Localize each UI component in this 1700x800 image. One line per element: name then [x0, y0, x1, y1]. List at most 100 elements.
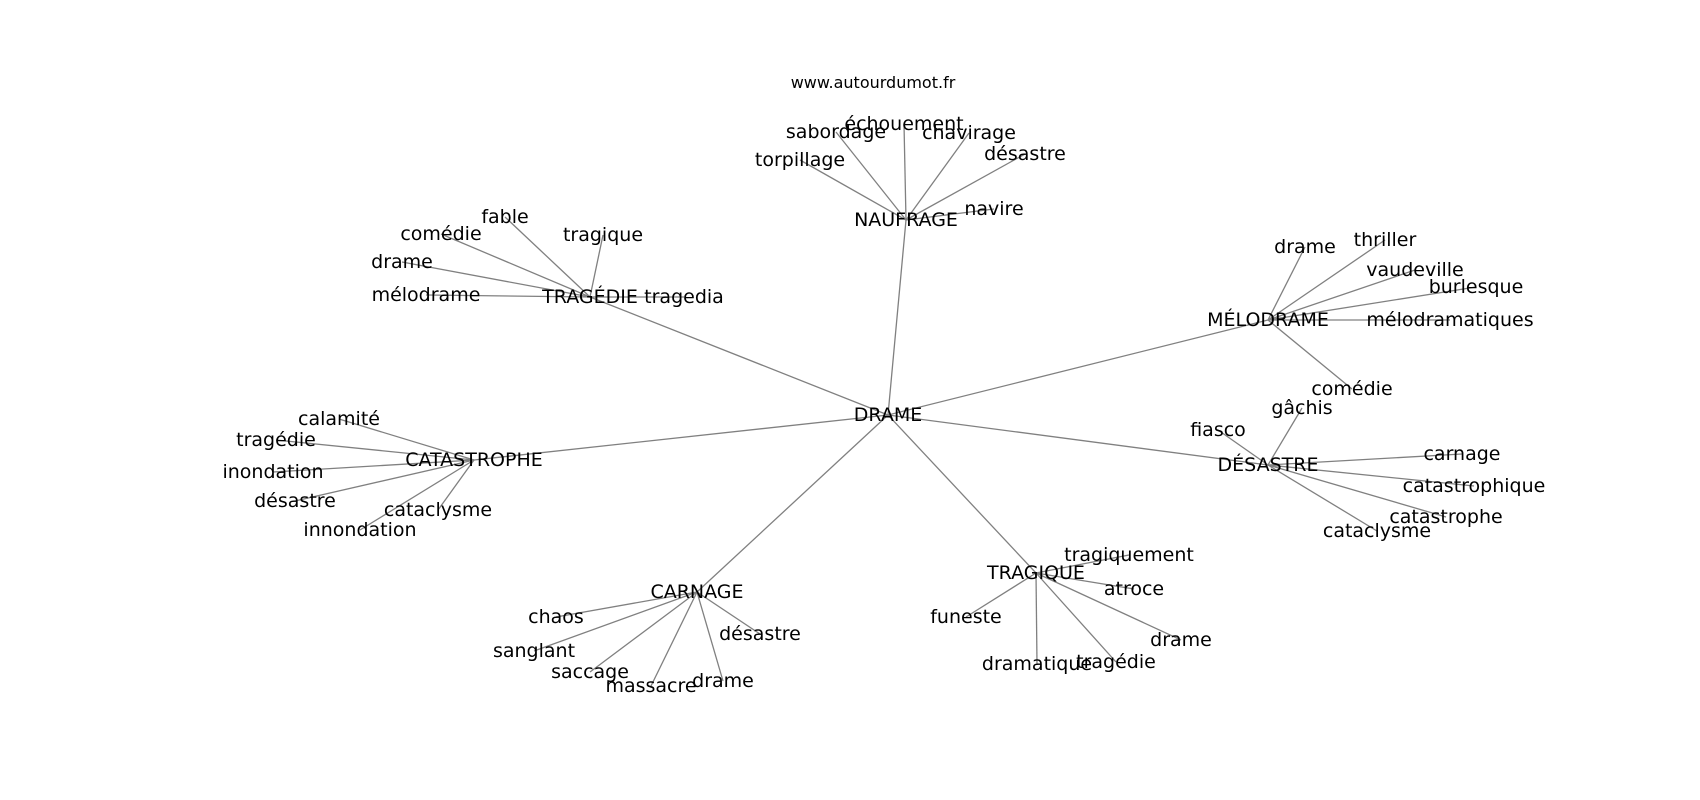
- edge-center-tragedie: [589, 296, 889, 416]
- edge-tragique-funeste: [965, 572, 1037, 618]
- edge-naufrage-echouement: [903, 123, 907, 221]
- edge-tragedie-fable: [504, 216, 591, 298]
- edge-catastrophe-desastre: [294, 459, 475, 502]
- edge-desastre-catastrophe: [1267, 464, 1447, 518]
- leaf-node-desastre-fiasco: fiasco: [1190, 419, 1246, 441]
- leaf-node-tragedie-comedie: comédie: [400, 223, 481, 245]
- edge-carnage-saccage: [589, 591, 698, 673]
- edge-naufrage-desastre: [905, 153, 1026, 221]
- edge-tragique-tragiquement: [1035, 554, 1130, 574]
- edge-melodrame-comedie: [1267, 319, 1353, 390]
- leaf-node-tragedie-fable: fable: [481, 206, 528, 228]
- edge-center-desastre: [887, 414, 1269, 466]
- edge-tragedie-drame: [401, 261, 591, 298]
- leaf-node-catastrophe-desastre: désastre: [254, 490, 336, 512]
- leaf-node-tragedie-melodrame: mélodrame: [372, 284, 481, 306]
- edge-tragique-tragedie: [1035, 572, 1117, 663]
- edge-tragique-atroce: [1035, 572, 1135, 590]
- leaf-node-tragique-tragedie: tragédie: [1076, 651, 1156, 673]
- leaf-node-melodrame-melodramatiques: mélodramatiques: [1366, 309, 1533, 331]
- leaf-node-carnage-massacre: massacre: [605, 675, 696, 697]
- leaf-node-catastrophe-tragedie: tragédie: [236, 429, 316, 451]
- edge-melodrame-burlesque: [1267, 286, 1477, 321]
- edge-catastrophe-inondation: [272, 459, 475, 473]
- leaf-node-melodrame-burlesque: burlesque: [1429, 276, 1524, 298]
- hub-node-naufrage: NAUFRAGE: [854, 209, 958, 231]
- hub-node-tragedie: TRAGÉDIE: [541, 285, 638, 308]
- leaf-node-melodrame-thriller: thriller: [1354, 229, 1417, 251]
- edge-tragedie-tragique: [589, 234, 604, 298]
- edge-carnage-desastre: [696, 591, 761, 635]
- leaf-node-carnage-saccage: saccage: [551, 661, 629, 683]
- edge-center-carnage: [696, 414, 889, 593]
- edge-center-catastrophe: [473, 414, 889, 461]
- leaf-node-tragique-dramatique: dramatique: [982, 653, 1092, 675]
- edge-catastrophe-tragedie: [275, 439, 475, 461]
- leaf-node-carnage-desastre: désastre: [719, 623, 801, 645]
- leaf-node-naufrage-chavirage: chavirage: [922, 122, 1016, 144]
- edge-melodrame-drame: [1267, 246, 1306, 321]
- edge-desastre-carnage: [1267, 453, 1463, 466]
- edge-center-tragique: [887, 414, 1037, 574]
- edge-desastre-cataclysme: [1267, 464, 1378, 532]
- hub-node-tragique: TRAGIQUE: [986, 562, 1085, 584]
- source-site-label: www.autourdumot.fr: [791, 73, 956, 92]
- leaf-node-tragique-funeste: funeste: [930, 606, 1002, 628]
- leaf-node-naufrage-torpillage: torpillage: [755, 149, 845, 171]
- edge-desastre-catastrophique: [1267, 464, 1475, 487]
- edge-tragique-drame: [1035, 572, 1182, 641]
- leaf-node-naufrage-desastre: désastre: [984, 143, 1066, 165]
- leaf-node-tragedie-drame: drame: [371, 251, 433, 273]
- leaf-node-desastre-catastrophique: catastrophique: [1403, 475, 1546, 497]
- leaf-node-tragique-atroce: atroce: [1104, 578, 1164, 600]
- leaf-node-naufrage-echouement: échouement: [844, 113, 963, 135]
- leaf-node-naufrage-sabordage: sabordage: [786, 121, 886, 143]
- edge-melodrame-vaudeville: [1267, 269, 1416, 321]
- edge-center-naufrage: [887, 219, 907, 416]
- leaf-node-catastrophe-innondation: innondation: [303, 519, 416, 541]
- hub-node-melodrame: MÉLODRAME: [1207, 308, 1329, 331]
- edge-melodrame-thriller: [1267, 239, 1386, 321]
- edge-tragique-dramatique: [1035, 572, 1038, 665]
- edge-catastrophe-cataclysme: [437, 459, 475, 511]
- leaf-node-desastre-catastrophe: catastrophe: [1389, 506, 1502, 528]
- leaf-node-carnage-chaos: chaos: [528, 606, 584, 628]
- leaf-node-carnage-drame: drame: [692, 670, 754, 692]
- leaf-node-desastre-cataclysme: cataclysme: [1323, 520, 1431, 542]
- edge-carnage-chaos: [555, 591, 698, 618]
- hub-node-catastrophe: CATASTROPHE: [405, 449, 543, 471]
- edge-tragedie-comedie: [440, 233, 591, 298]
- leaf-node-desastre-gachis: gâchis: [1271, 397, 1332, 419]
- edge-catastrophe-calamite: [338, 418, 475, 461]
- hub-node-desastre: DÉSASTRE: [1218, 453, 1319, 476]
- leaf-node-tragique-tragiquement: tragiquement: [1064, 544, 1194, 566]
- center-node-drame: DRAME: [854, 404, 922, 426]
- leaf-node-tragedie-tragique: tragique: [563, 224, 643, 246]
- leaf-node-carnage-sanglant: sanglant: [493, 640, 575, 662]
- edge-desastre-gachis: [1267, 407, 1303, 466]
- edge-tragedie-melodrame: [425, 294, 591, 298]
- leaf-node-catastrophe-inondation: inondation: [222, 461, 323, 483]
- edge-naufrage-sabordage: [835, 131, 907, 221]
- edge-center-melodrame: [887, 319, 1269, 416]
- leaf-node-catastrophe-calamite: calamité: [298, 408, 380, 430]
- edge-carnage-massacre: [650, 591, 698, 687]
- leaf-node-melodrame-comedie: comédie: [1311, 378, 1392, 400]
- edge-desastre-fiasco: [1217, 429, 1269, 466]
- leaf-node-tragique-drame: drame: [1150, 629, 1212, 651]
- edge-naufrage-chavirage: [905, 132, 970, 221]
- leaf-node-desastre-carnage: carnage: [1423, 443, 1500, 465]
- graph-edges: [272, 123, 1477, 687]
- leaf-node-melodrame-drame: drame: [1274, 236, 1336, 258]
- edge-naufrage-torpillage: [799, 159, 907, 221]
- leaf-node-catastrophe-cataclysme: cataclysme: [384, 499, 492, 521]
- leaf-node-tragedie-tragedia: tragedia: [644, 286, 724, 308]
- graph-labels: www.autourdumot.fr DRAME NAUFRAGE torpilla…: [222, 73, 1545, 697]
- hub-node-carnage: CARNAGE: [650, 581, 743, 603]
- leaf-node-naufrage-navire: navire: [964, 198, 1023, 220]
- edge-naufrage-navire: [905, 208, 995, 221]
- edge-catastrophe-innondation: [359, 459, 475, 531]
- edge-carnage-sanglant: [533, 591, 698, 652]
- edge-carnage-drame: [696, 591, 724, 682]
